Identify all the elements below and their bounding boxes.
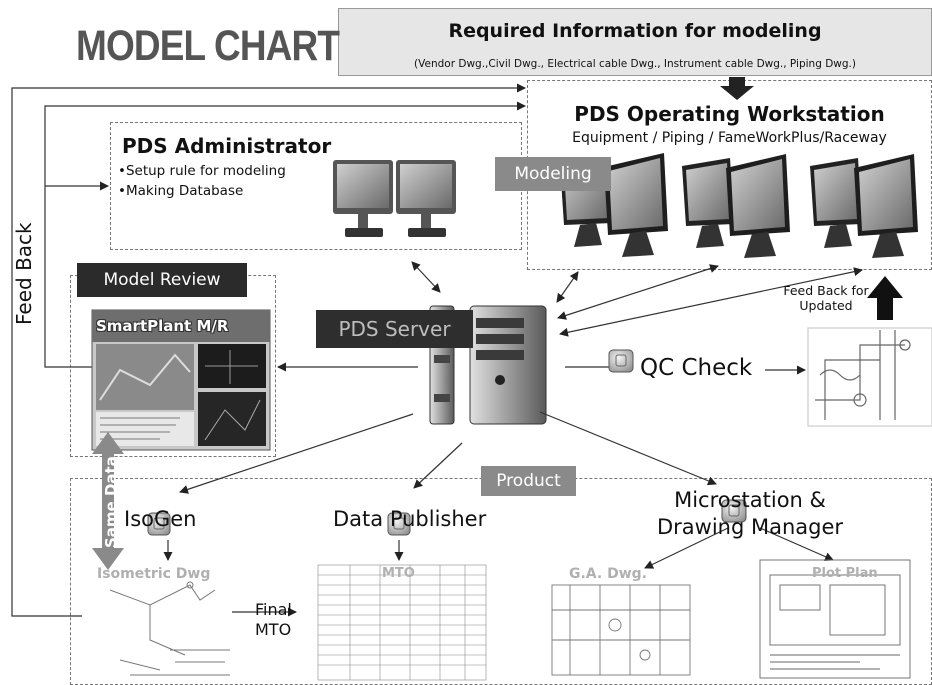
- qc-cube-icon: [608, 349, 634, 373]
- server-icon: [429, 305, 547, 425]
- product-tag: Product: [481, 466, 576, 496]
- isogen-label: IsoGen: [124, 507, 197, 531]
- feedback-updated-label: Feed Back for Updated: [783, 283, 869, 313]
- server-connections: [179, 261, 863, 494]
- model-review-screenshot: [91, 309, 271, 451]
- isometric-dwg-label: Isometric Dwg: [97, 566, 211, 582]
- admin-monitor-icons: [333, 160, 456, 237]
- feedback-side-label: Feed Back: [12, 222, 36, 325]
- administrator-bullet: •Making Database: [118, 183, 244, 199]
- qc-check-label: QC Check: [640, 355, 753, 381]
- required-info-box: [338, 8, 932, 76]
- feedback-loop-lines: [11, 83, 526, 617]
- administrator-bullet: •Setup rule for modeling: [118, 163, 286, 179]
- isometric-drawing: [109, 581, 230, 676]
- administrator-title: PDS Administrator: [122, 134, 332, 158]
- required-info-arrow: [720, 77, 754, 100]
- modeling-tag: Modeling: [495, 157, 611, 191]
- ga-drawing: [551, 584, 691, 676]
- product-arrows: [163, 527, 834, 617]
- model-chart-title: MODEL CHART: [76, 22, 340, 70]
- qc-drawing: [807, 327, 932, 427]
- workstation-monitor-icons: [560, 153, 918, 258]
- mto-table: [317, 564, 487, 681]
- feedback-updated-arrow: [867, 276, 903, 320]
- mto-label: MTO: [382, 566, 415, 581]
- workstation-subtitle: Equipment / Piping / FameWorkPlus/Racewa…: [572, 130, 887, 146]
- pds-server-tag: PDS Server: [316, 310, 473, 348]
- required-info-title: Required Information for modeling: [448, 20, 822, 42]
- ga-dwg-label: G.A. Dwg.: [569, 566, 647, 582]
- same-data-arrow: [92, 432, 124, 570]
- workstation-title: PDS Operating Workstation: [574, 102, 885, 126]
- same-data-label: Same Data: [102, 456, 120, 548]
- data-publisher-label: Data Publisher: [333, 507, 487, 531]
- final-mto-label: Final MTO: [255, 600, 292, 639]
- product-cube-icons: [147, 499, 747, 536]
- smartplant-title: SmartPlant M/R: [96, 317, 229, 335]
- plot-plan-label: Plot Plan: [812, 566, 878, 581]
- model-review-tag: Model Review: [77, 263, 247, 297]
- plot-plan-drawing: [759, 559, 911, 679]
- required-info-subtitle: (Vendor Dwg.,Civil Dwg., Electrical cabl…: [414, 58, 856, 70]
- microstation-label: Microstation & Drawing Manager: [656, 488, 844, 539]
